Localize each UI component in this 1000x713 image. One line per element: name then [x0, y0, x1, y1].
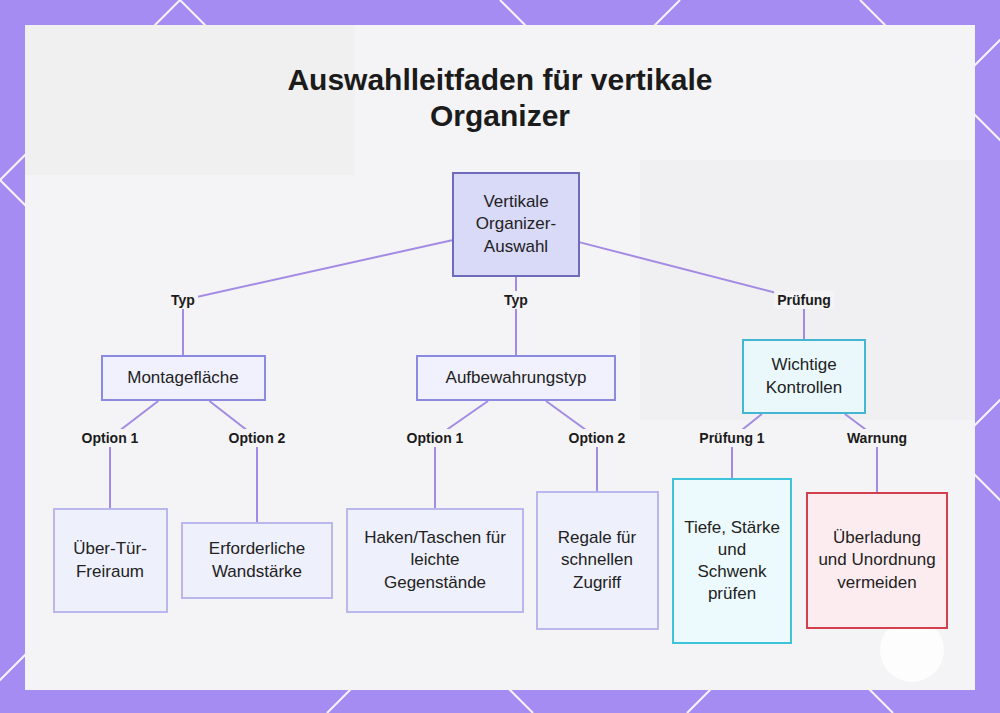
connector: [435, 401, 488, 508]
option-box: Über-Tür-Freiraum: [53, 508, 168, 613]
check-item-box: Tiefe, Stärke und Schwenk prüfen: [672, 478, 792, 644]
edge-label: Prüfung 1: [696, 429, 767, 447]
option-box: Erforderliche Wandstärke: [181, 522, 333, 599]
check-box: Wichtige Kontrollen: [742, 339, 866, 414]
node-text: Tiefe, Stärke und Schwenk prüfen: [684, 517, 780, 605]
blurred-photo: [25, 25, 355, 175]
node-text: Überladung und Unordnung vermeiden: [818, 527, 936, 593]
connector: [209, 401, 257, 522]
node-text: Erforderliche Wandstärke: [193, 538, 321, 582]
diagram-title: Auswahlleitfaden für vertikale Organizer: [250, 62, 750, 134]
connector: [580, 242, 804, 339]
category-box: Montagefläche: [101, 355, 266, 401]
node-text: Montagefläche: [127, 367, 239, 389]
edge-label: Option 2: [226, 429, 289, 447]
connector: [183, 240, 452, 355]
blurred-photo: [640, 160, 975, 420]
option-box: Haken/Taschen für leichte Gegenstände: [346, 508, 524, 613]
edge-label: Option 2: [566, 429, 629, 447]
connector: [110, 401, 158, 508]
node-text: Über-Tür-Freiraum: [65, 538, 156, 582]
connector: [845, 414, 877, 492]
edge-label: Warnung: [844, 429, 910, 447]
connector: [515, 277, 517, 355]
edge-label: Prüfung: [774, 291, 834, 309]
node-text: Haken/Taschen für leichte Gegenstände: [358, 527, 512, 593]
node-text: Wichtige Kontrollen: [754, 354, 854, 398]
edge-label: Typ: [168, 291, 198, 309]
edge-label: Option 1: [79, 429, 142, 447]
node-text: Regale für schnellen Zugriff: [548, 527, 647, 593]
node-text: Vertikale Organizer-Auswahl: [464, 191, 568, 257]
warning-box: Überladung und Unordnung vermeiden: [806, 492, 948, 629]
edge-label: Option 1: [404, 429, 467, 447]
edge-label: Typ: [501, 291, 531, 309]
option-box: Regale für schnellen Zugriff: [536, 491, 659, 630]
node-text: Aufbewahrungstyp: [446, 367, 587, 389]
category-box: Aufbewahrungstyp: [416, 355, 616, 401]
root-box: Vertikale Organizer-Auswahl: [452, 172, 580, 277]
panel: [25, 25, 975, 690]
